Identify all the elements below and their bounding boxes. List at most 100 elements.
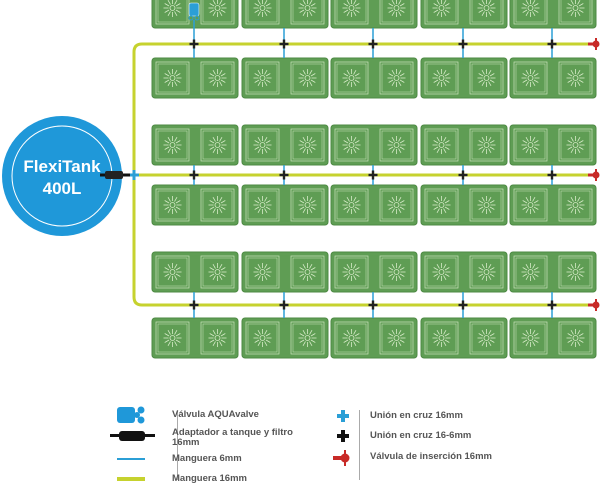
sun-ray <box>353 148 357 153</box>
sun-center <box>572 269 579 275</box>
tray-cell <box>155 321 190 355</box>
tray-cell-inner <box>426 323 457 353</box>
sun-ray <box>257 148 261 153</box>
sun-ray <box>522 73 528 77</box>
tray-body <box>420 184 508 226</box>
sun-ray <box>175 9 181 13</box>
cross-bar <box>368 173 378 177</box>
sun-ray <box>570 0 574 5</box>
sun-ray <box>299 140 305 144</box>
sun-ray <box>488 208 492 213</box>
tray-cell-inner <box>336 63 367 93</box>
tray-cell <box>424 128 459 162</box>
sun-ray <box>310 200 316 204</box>
sun-ray <box>399 79 405 83</box>
tray-cell <box>334 188 369 222</box>
tray-cell-inner <box>202 323 233 353</box>
planter-tray <box>330 57 418 99</box>
sun-ray <box>399 333 405 337</box>
sun-center <box>169 335 176 341</box>
sun-center <box>259 75 266 81</box>
sun-center <box>483 5 490 11</box>
sun-ray <box>533 339 539 343</box>
tray-body <box>330 0 418 29</box>
sun-ray <box>212 197 216 202</box>
sun-ray <box>433 339 439 343</box>
sun-center <box>169 5 176 11</box>
sun-ray <box>489 146 495 150</box>
sun-center <box>169 142 176 148</box>
tray-cell-inner <box>292 257 323 287</box>
sun-ray <box>391 0 395 5</box>
tray-cell-inner <box>202 0 233 23</box>
sun-center <box>572 202 579 208</box>
sun-center <box>527 5 534 11</box>
sun-ray <box>212 264 216 269</box>
tray-cell <box>513 321 548 355</box>
sun-ray <box>265 339 271 343</box>
sun-center <box>214 335 221 341</box>
sun-ray <box>346 137 350 142</box>
tray-body <box>330 57 418 99</box>
planter-tray <box>509 184 597 226</box>
sun-ray <box>265 267 271 271</box>
tray-cell <box>200 255 235 289</box>
sun-ray <box>436 0 440 5</box>
sun-ray <box>354 140 360 144</box>
tray-cell-inner <box>515 257 546 287</box>
sun-ray <box>433 146 439 150</box>
sun-ray <box>444 267 450 271</box>
sun-ray <box>354 273 360 277</box>
sun-ray <box>299 9 305 13</box>
sun-ray <box>567 267 573 271</box>
tray-cell-inner <box>247 257 278 287</box>
insertion-valve <box>588 299 600 311</box>
sun-ray <box>444 140 450 144</box>
sun-center <box>393 5 400 11</box>
sun-ray <box>353 137 357 142</box>
sun-ray <box>433 200 439 204</box>
sun-center <box>483 202 490 208</box>
sun-ray <box>570 208 574 213</box>
sun-ray <box>525 81 529 86</box>
sun-center <box>527 142 534 148</box>
tray-cell <box>155 188 190 222</box>
planter-tray <box>330 317 418 359</box>
tray-body <box>241 124 329 166</box>
sun-ray <box>433 333 439 337</box>
sun-center <box>214 142 221 148</box>
sun-ray <box>175 73 181 77</box>
planter-tray <box>151 317 239 359</box>
sun-ray <box>220 206 226 210</box>
tray-cell <box>558 128 593 162</box>
sun-ray <box>209 206 215 210</box>
sun-ray <box>302 208 306 213</box>
sun-ray <box>257 275 261 280</box>
legend-label: Válvula AQUAvalve <box>172 409 259 420</box>
sun-ray <box>220 339 226 343</box>
sun-ray <box>299 333 305 337</box>
tray-cell-inner <box>426 130 457 160</box>
sun-ray <box>174 264 178 269</box>
sun-ray <box>175 3 181 7</box>
sun-ray <box>577 330 581 335</box>
sun-ray <box>399 9 405 13</box>
sun-ray <box>164 206 170 210</box>
sun-ray <box>481 330 485 335</box>
sun-ray <box>398 197 402 202</box>
sun-center <box>483 75 490 81</box>
sun-ray <box>254 333 260 337</box>
legend: Válvula AQUAvalve Adaptador a tanque y f… <box>0 400 600 484</box>
sun-ray <box>174 330 178 335</box>
sun-ray <box>578 3 584 7</box>
planter-tray <box>420 124 508 166</box>
sun-ray <box>481 208 485 213</box>
sun-ray <box>257 137 261 142</box>
sun-ray <box>343 73 349 77</box>
sun-ray <box>478 267 484 271</box>
sun-ray <box>567 273 573 277</box>
sun-ray <box>310 140 316 144</box>
sun-ray <box>398 341 402 346</box>
tray-body <box>151 251 239 293</box>
